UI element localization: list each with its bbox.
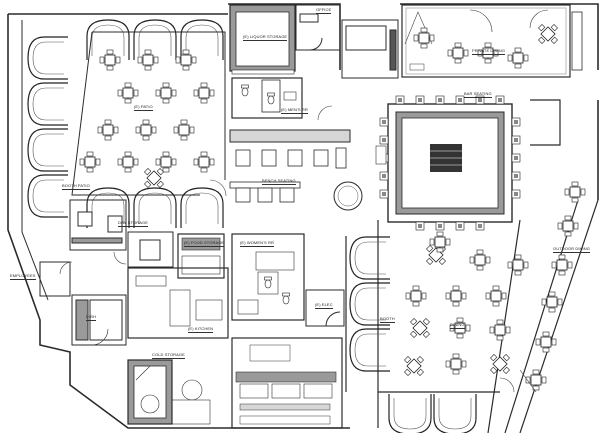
label-dish: DISH [86, 314, 96, 321]
label-dish-text: DISH [86, 314, 96, 319]
label-kitchen-text: (E) KITCHEN [188, 326, 214, 331]
label-booth-patio-text: BOOTH PATIO [62, 183, 90, 188]
label-kitchen: (E) KITCHEN [188, 326, 214, 333]
label-liquor-storage: (E) LIQUOR STORAGE [243, 34, 288, 41]
label-womens-rr: (E) WOMEN'S RR [240, 240, 274, 247]
label-elec-text: (E) ELEC [315, 302, 333, 307]
label-womens-rr-text: (E) WOMEN'S RR [240, 240, 274, 245]
label-booth-patio: BOOTH PATIO [62, 183, 90, 190]
label-food-storage-text: (E) FOOD STORAGE [184, 240, 225, 245]
dining-pods-bottom [388, 393, 477, 433]
building-outline [7, 3, 599, 429]
door-swings [59, 105, 537, 393]
label-office-text: OFFICE [316, 7, 332, 12]
label-mens-rr-text: (E) MEN'S RR [281, 107, 308, 112]
bench-seating-area [229, 181, 363, 211]
label-dry-storage: DRY STORAGE [118, 220, 148, 227]
private-dining-room [401, 4, 583, 78]
patio-booth-pods [27, 19, 224, 229]
cold-storage [127, 359, 173, 425]
label-office: OFFICE [316, 7, 332, 14]
mens-restroom [231, 77, 303, 119]
service-corridor [341, 19, 399, 79]
booth-column [345, 236, 391, 392]
label-private-dining: PRIVATE DINING [472, 48, 506, 55]
label-dining-text: DINING [450, 322, 465, 327]
service-areas [39, 199, 174, 346]
label-employees-text: EMPLOYEES [10, 273, 36, 278]
main-dining-area [377, 220, 500, 428]
label-food-storage: (E) FOOD STORAGE [184, 240, 225, 247]
label-dry-storage-text: DRY STORAGE [118, 220, 148, 225]
label-cold-storage-text: COLD STORAGE [152, 352, 185, 357]
label-dining: DINING [450, 322, 465, 329]
liquor-storage [229, 4, 296, 75]
label-booth-text: BOOTH [380, 316, 395, 321]
label-bar-seating-text: BAR SEATING [464, 91, 492, 96]
label-outdoor-dining: OUTDOOR DINING [553, 246, 590, 253]
elec-room [305, 289, 345, 327]
office-room [295, 4, 341, 51]
label-bench-seating-text: BENCH SEATING [262, 178, 296, 183]
main-bar-counter [229, 129, 351, 169]
label-cold-storage: COLD STORAGE [152, 352, 185, 359]
patio-tables [79, 49, 215, 188]
label-bar-seating: BAR SEATING [464, 91, 492, 98]
label-employees: EMPLOYEES [10, 273, 36, 280]
label-elec: (E) ELEC [315, 302, 333, 309]
food-storage [177, 233, 225, 279]
label-outdoor-dining-text: OUTDOOR DINING [553, 246, 590, 251]
island-bar [375, 95, 521, 231]
label-liquor-storage-text: (E) LIQUOR STORAGE [243, 34, 288, 39]
label-patio: (E) PATIO [134, 104, 153, 111]
label-bench-seating: BENCH SEATING [262, 178, 296, 185]
dining-tables [404, 231, 529, 376]
womens-restroom [231, 233, 305, 321]
patio-boundary [21, 20, 226, 301]
label-private-dining-text: PRIVATE DINING [472, 48, 506, 53]
outdoor-dining-tables [525, 181, 586, 391]
kitchen [127, 267, 343, 429]
label-booth: BOOTH [380, 316, 395, 323]
label-patio-text: (E) PATIO [134, 104, 153, 109]
label-mens-rr: (E) MEN'S RR [281, 107, 308, 114]
